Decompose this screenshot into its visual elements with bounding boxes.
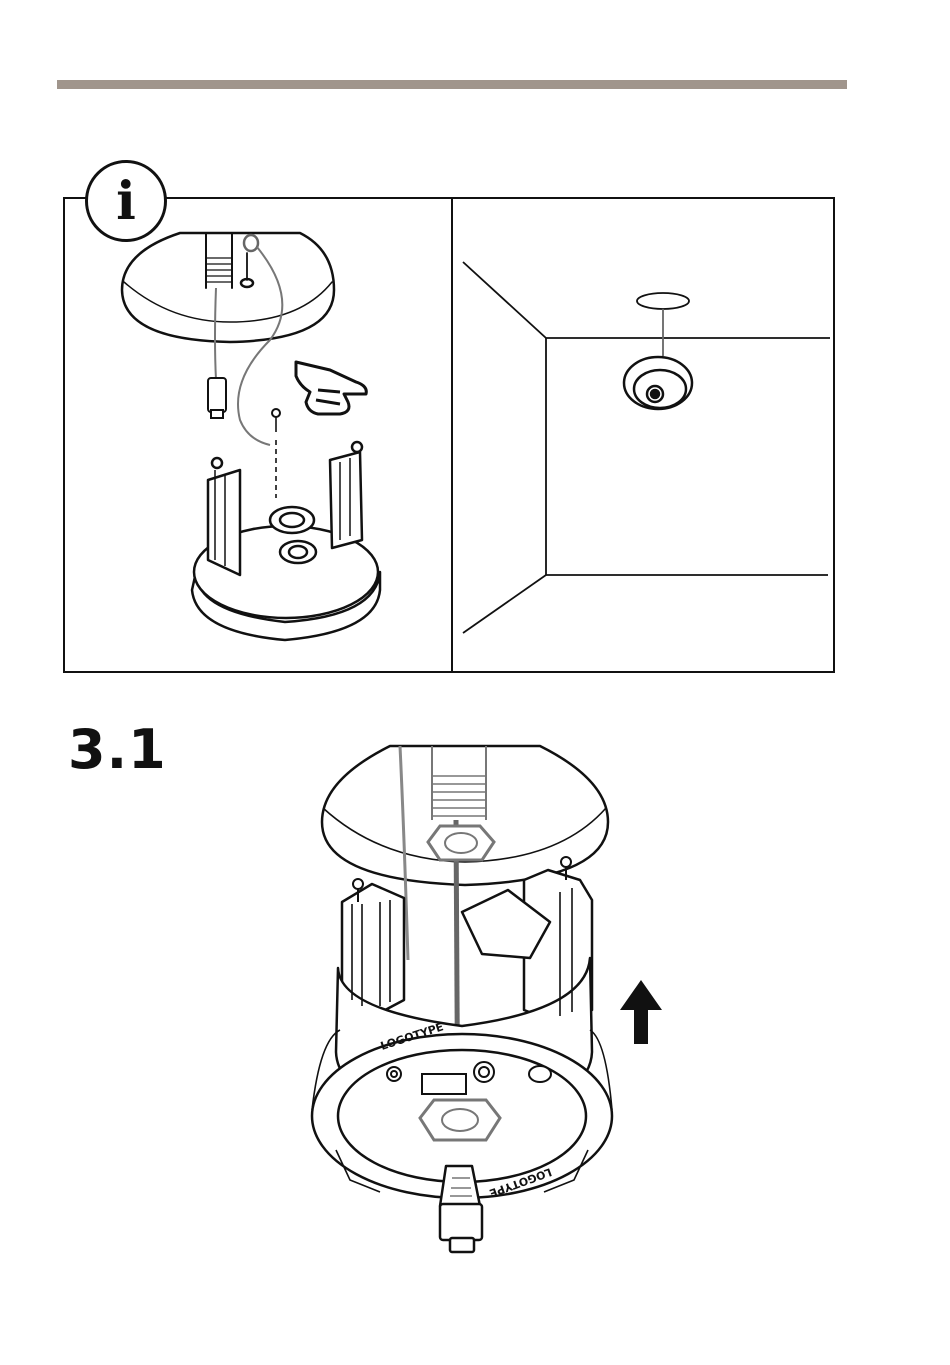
up-arrow-icon (620, 980, 662, 1044)
info-icon: i (85, 160, 167, 242)
